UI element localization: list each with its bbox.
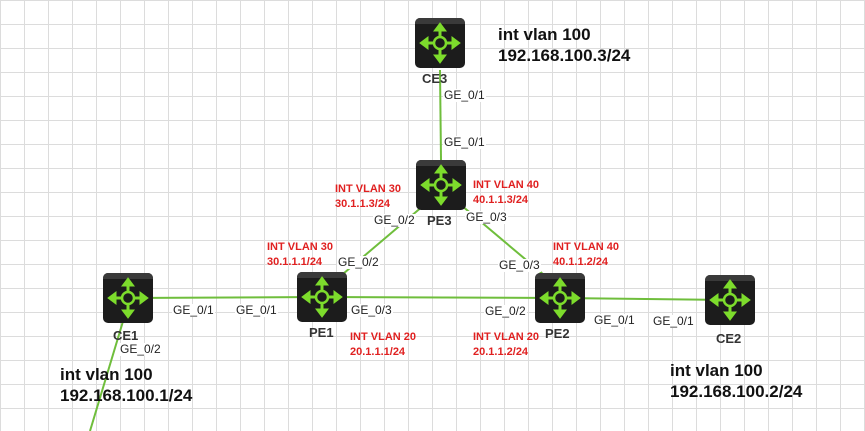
port-label: GE_0/1	[443, 88, 486, 103]
vlan-interface-ip: 40.1.1.2/24	[553, 256, 609, 268]
config-block-ce1: int vlan 100 192.168.100.1/24	[60, 364, 192, 406]
port-label: GE_0/1	[593, 313, 636, 328]
vlan-interface-name: INT VLAN 40	[473, 179, 540, 191]
router-ce3[interactable]	[413, 16, 467, 70]
vlan-interface-ip: 40.1.1.3/24	[473, 194, 529, 206]
port-label: GE_0/3	[465, 210, 508, 225]
port-label: GE_0/3	[498, 258, 541, 273]
port-label: GE_0/2	[119, 342, 162, 357]
port-label: GE_0/1	[652, 314, 695, 329]
config-line: int vlan 100	[670, 361, 763, 380]
config-line: 192.168.100.3/24	[498, 46, 631, 65]
vlan-interface-label: INT VLAN 40 40.1.1.3/24	[473, 178, 539, 208]
device-name-pe3: PE3	[427, 213, 452, 228]
link-ce1-pe1[interactable]	[127, 296, 323, 299]
vlan-interface-label: INT VLAN 20 20.1.1.1/24	[350, 330, 416, 360]
vlan-interface-name: INT VLAN 20	[473, 331, 540, 343]
link-pe2-ce2[interactable]	[559, 297, 731, 301]
port-label: GE_0/1	[235, 303, 278, 318]
device-name-ce3: CE3	[422, 71, 448, 86]
config-line: 192.168.100.2/24	[670, 382, 803, 401]
vlan-interface-name: INT VLAN 30	[267, 241, 334, 253]
vlan-interface-ip: 30.1.1.3/24	[335, 198, 391, 210]
vlan-interface-label: INT VLAN 20 20.1.1.2/24	[473, 330, 539, 360]
vlan-interface-name: INT VLAN 30	[335, 183, 402, 195]
vlan-interface-label: INT VLAN 40 40.1.1.2/24	[553, 240, 619, 270]
device-name-ce2: CE2	[716, 331, 742, 346]
vlan-interface-label: INT VLAN 30 30.1.1.1/24	[267, 240, 333, 270]
config-block-ce3: int vlan 100 192.168.100.3/24	[498, 24, 630, 66]
config-line: int vlan 100	[498, 25, 591, 44]
config-line: int vlan 100	[60, 365, 153, 384]
vlan-interface-label: INT VLAN 30 30.1.1.3/24	[335, 182, 401, 212]
device-name-ce1: CE1	[113, 328, 139, 343]
port-label: GE_0/2	[337, 255, 380, 270]
link-ce3-pe3[interactable]	[439, 69, 442, 161]
vlan-interface-name: INT VLAN 40	[553, 241, 620, 253]
router-ce1[interactable]	[101, 271, 155, 325]
device-name-pe2: PE2	[545, 326, 570, 341]
config-block-ce2: int vlan 100 192.168.100.2/24	[670, 360, 802, 402]
vlan-interface-ip: 30.1.1.1/24	[267, 256, 323, 268]
link-ce1-down[interactable]	[89, 317, 125, 431]
vlan-interface-name: INT VLAN 20	[350, 331, 417, 343]
vlan-interface-ip: 20.1.1.1/24	[350, 346, 406, 358]
router-ce2[interactable]	[703, 273, 757, 327]
router-pe2[interactable]	[533, 271, 587, 325]
port-label: GE_0/1	[172, 303, 215, 318]
link-pe1-pe2[interactable]	[321, 296, 561, 299]
config-line: 192.168.100.1/24	[60, 386, 193, 405]
port-label: GE_0/2	[484, 304, 527, 319]
port-label: GE_0/1	[443, 135, 486, 150]
port-label: GE_0/2	[373, 213, 416, 228]
router-pe3[interactable]	[414, 158, 468, 212]
router-pe1[interactable]	[295, 270, 349, 324]
vlan-interface-ip: 20.1.1.2/24	[473, 346, 529, 358]
port-label: GE_0/3	[350, 303, 393, 318]
device-name-pe1: PE1	[309, 325, 334, 340]
